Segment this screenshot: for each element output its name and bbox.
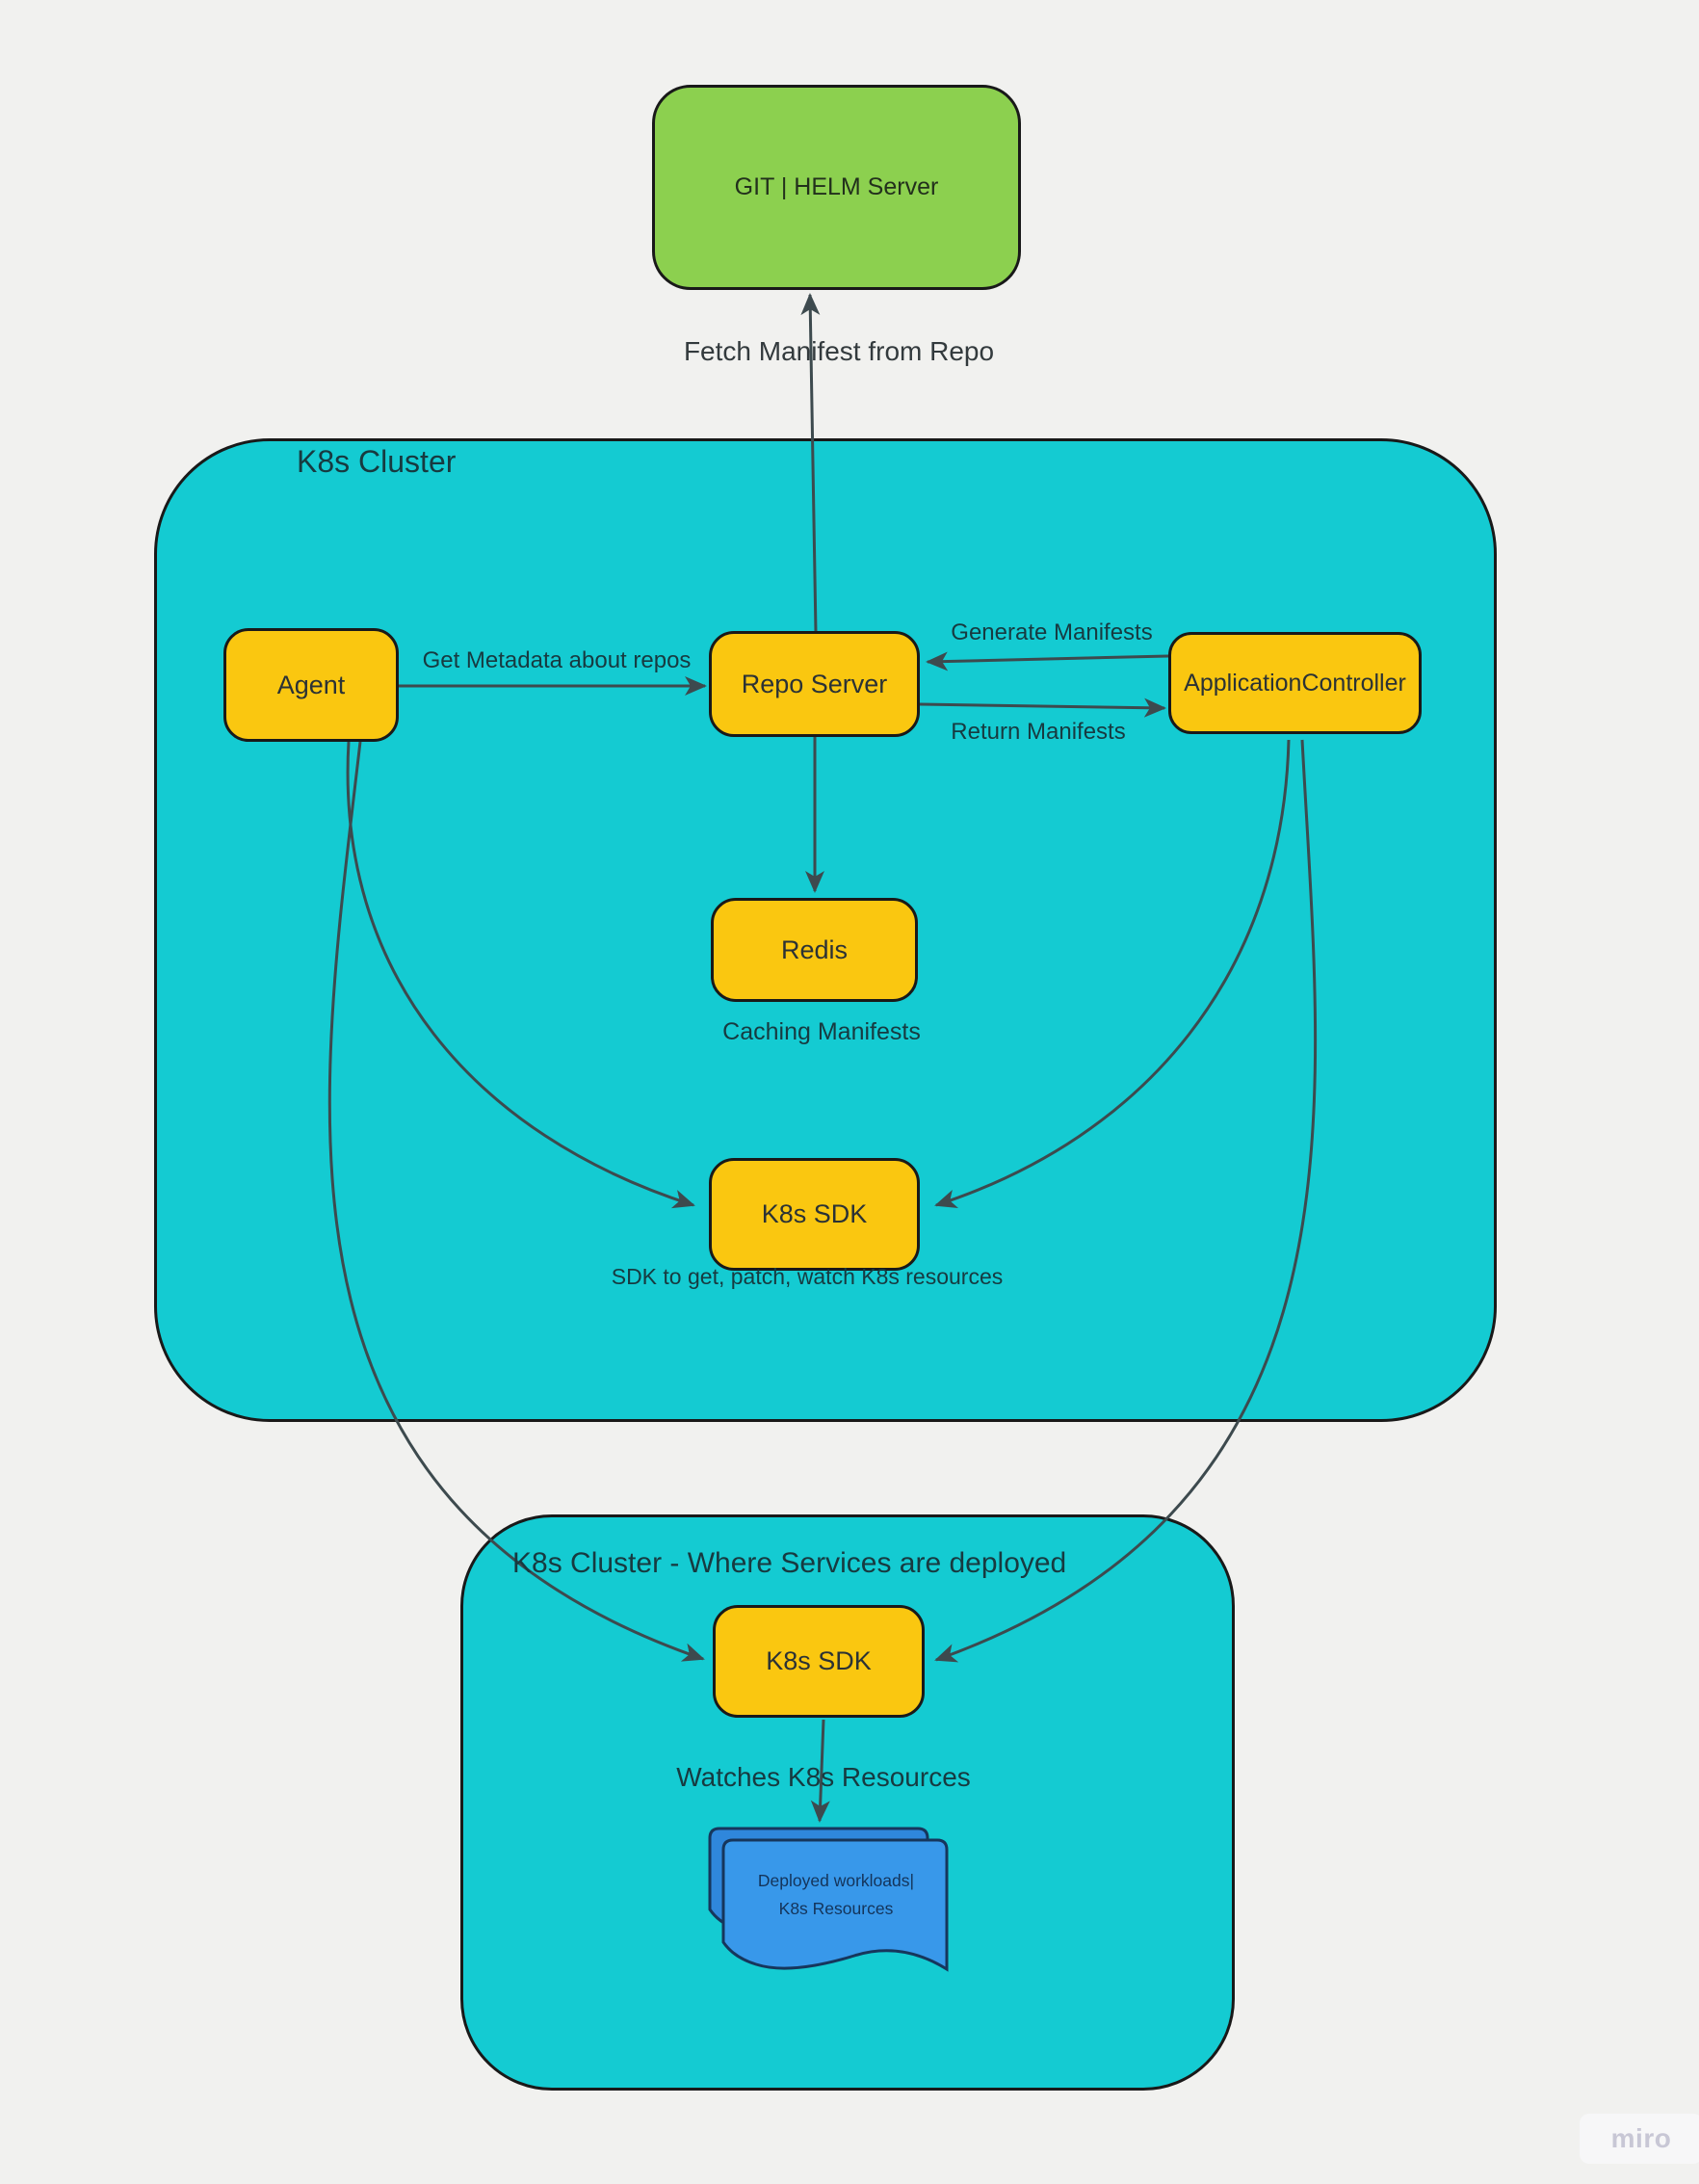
k8s-sdk-main-node[interactable]: K8s SDK (709, 1158, 920, 1271)
redis-node[interactable]: Redis (711, 898, 918, 1002)
miro-watermark: miro (1580, 2114, 1699, 2164)
edge-agent-to-sdk-deploy (327, 741, 705, 1662)
edge-repo-to-ac (919, 697, 1166, 718)
edge-repo-to-git (800, 293, 821, 634)
edge-ac-to-sdk-deploy (934, 739, 1318, 1663)
repo-server-node[interactable]: Repo Server (709, 631, 920, 737)
edge-agent-to-sdk-main (346, 741, 695, 1209)
git-helm-server-label: GIT | HELM Server (734, 173, 939, 200)
k8s-sdk-deploy-label: K8s SDK (766, 1646, 872, 1675)
watches-k8s-label: Watches K8s Resources (676, 1762, 971, 1792)
git-helm-server-node[interactable]: GIT | HELM Server (652, 85, 1021, 290)
sdk-caption-label: SDK to get, patch, watch K8s resources (611, 1264, 1004, 1289)
cluster-main-title: K8s Cluster (297, 444, 457, 479)
caching-manifests-label: Caching Manifests (722, 1018, 921, 1045)
get-metadata-label: Get Metadata about repos (422, 647, 692, 673)
k8s-sdk-deploy-node[interactable]: K8s SDK (713, 1605, 925, 1718)
miro-watermark-label: miro (1610, 2123, 1672, 2153)
workloads-document-label: Deployed workloads| K8s Resources (729, 1867, 943, 1923)
generate-manifests-label: Generate Manifests (951, 619, 1153, 645)
fetch-manifest-label: Fetch Manifest from Repo (683, 336, 995, 366)
application-controller-label: ApplicationController (1184, 669, 1406, 697)
edge-ac-to-repo (926, 651, 1169, 671)
k8s-sdk-main-label: K8s SDK (761, 1199, 868, 1228)
agent-label: Agent (276, 670, 346, 699)
cluster-deploy-title: K8s Cluster - Where Services are deploye… (512, 1547, 1067, 1579)
agent-node[interactable]: Agent (223, 628, 399, 742)
application-controller-node[interactable]: ApplicationController (1168, 632, 1422, 734)
workloads-document-shape[interactable] (721, 1838, 949, 1979)
workloads-label-line1: Deployed workloads| (757, 1871, 915, 1890)
return-manifests-label: Return Manifests (951, 719, 1126, 745)
edge-ac-to-sdk-main (934, 739, 1291, 1208)
edge-sdk-deploy-to-doc (810, 1719, 830, 1823)
repo-server-label: Repo Server (741, 669, 888, 698)
workloads-label-line2: K8s Resources (778, 1898, 894, 1918)
redis-label: Redis (780, 934, 849, 964)
